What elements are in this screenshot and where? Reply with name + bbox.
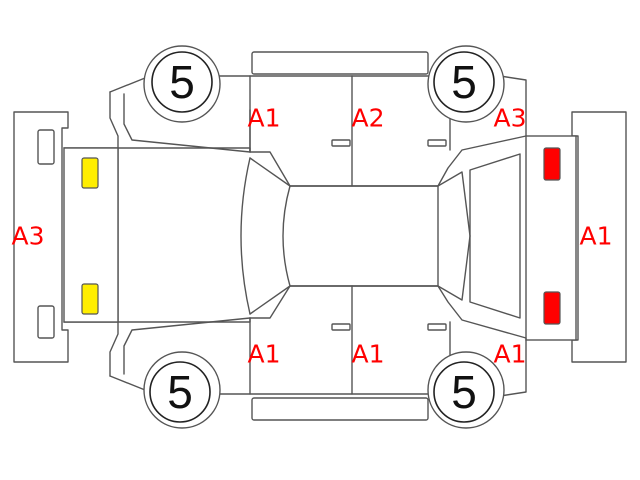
front-left-lamp: [81, 157, 99, 189]
damage-code-rear-right-fender: A1: [493, 340, 526, 369]
damage-code-front-right-door: A1: [247, 340, 280, 369]
wheel-bottom-right-value: 5: [451, 366, 477, 418]
damage-code-rear-bumper: A1: [579, 222, 612, 251]
wheel-bottom-left-value: 5: [167, 366, 193, 418]
damage-code-front-bumper: A3: [11, 222, 44, 251]
damage-code-rear-right-door: A1: [351, 340, 384, 369]
wheel-top-right: 5: [427, 45, 505, 123]
wheel-top-right-value: 5: [451, 56, 477, 108]
rear-left-lamp: [543, 147, 561, 181]
wheel-top-left: 5: [143, 45, 221, 123]
damage-code-rear-left-door: A2: [351, 104, 384, 133]
left-side-outline: [109, 51, 527, 187]
damage-code-front-left-door: A1: [247, 104, 280, 133]
wheel-top-left-value: 5: [169, 56, 195, 108]
right-side-outline: [109, 285, 527, 421]
damage-code-rear-left-fender: A3: [493, 104, 526, 133]
front-bumper: [13, 111, 69, 363]
roof-cabin: [240, 153, 521, 319]
front-right-lamp: [81, 283, 99, 315]
wheel-bottom-right: 5: [427, 351, 505, 429]
wheel-bottom-left: 5: [143, 351, 221, 429]
rear-right-lamp: [543, 291, 561, 325]
